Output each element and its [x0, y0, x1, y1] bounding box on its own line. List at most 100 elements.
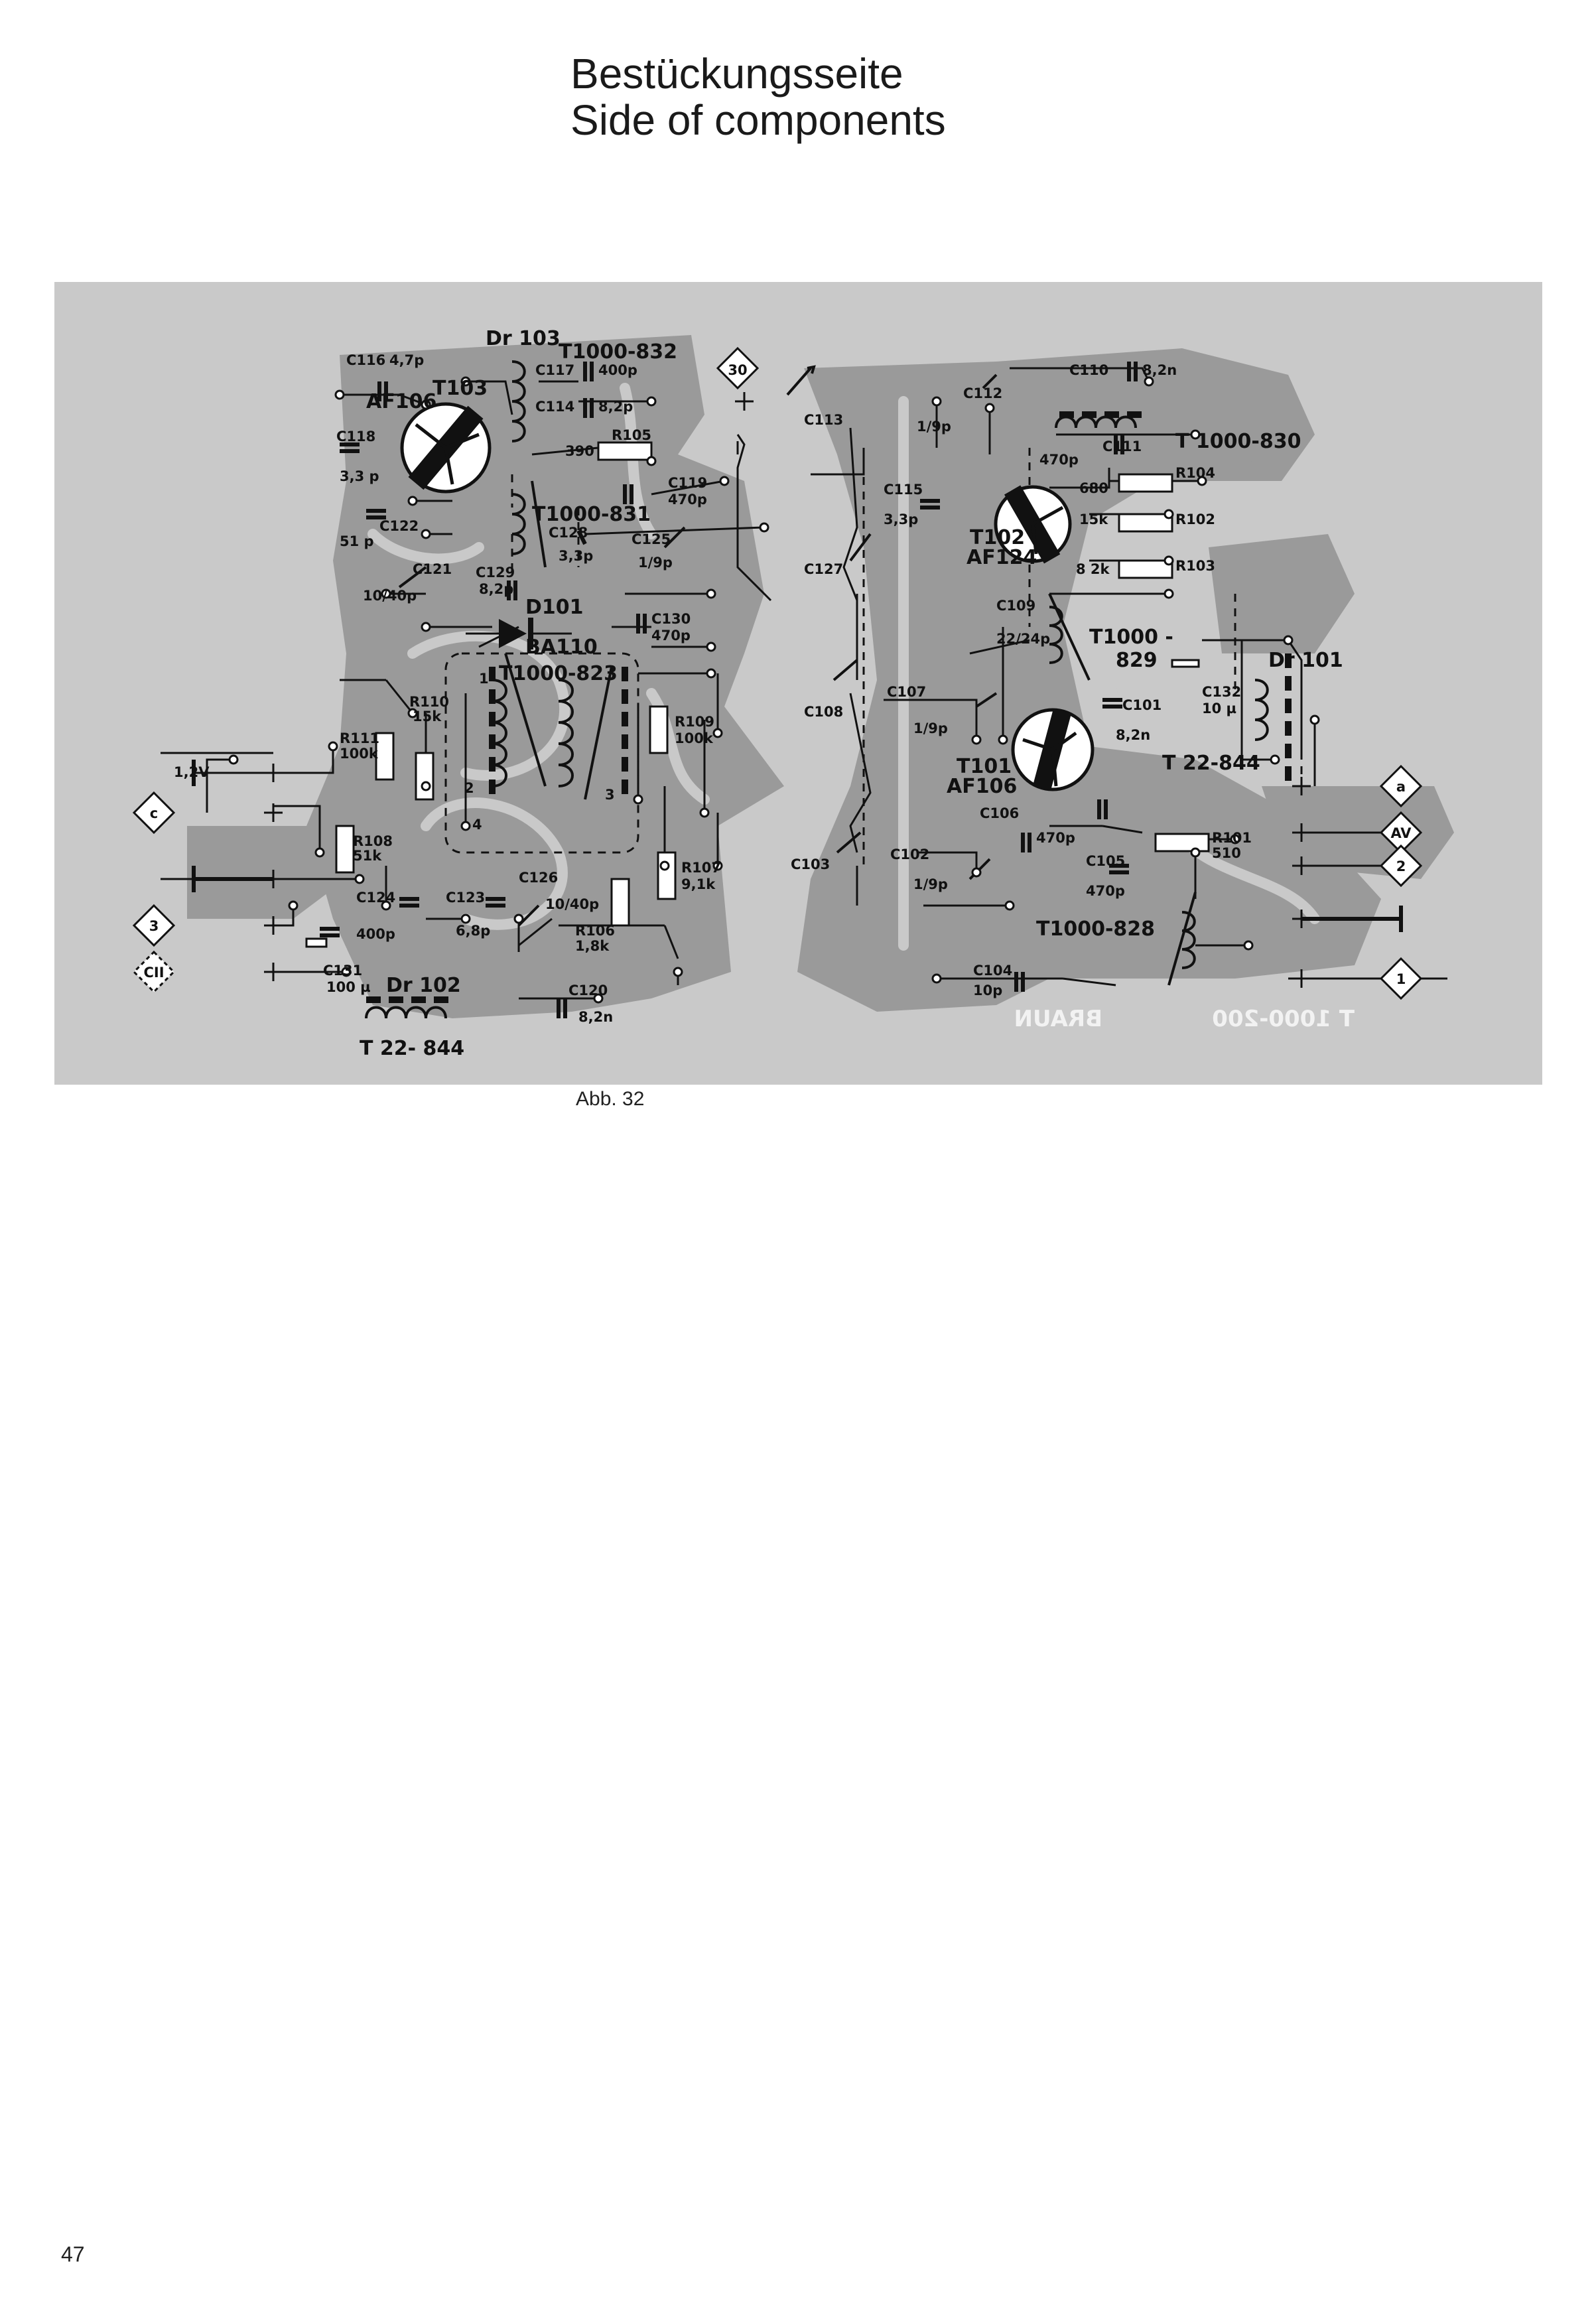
transistor-t103 [400, 402, 492, 494]
figure-caption: Abb. 32 [576, 1088, 645, 1110]
c128-value: 3,3p [559, 548, 593, 564]
t1000-829-label-b: 829 [1116, 649, 1158, 672]
c130-ref: C130 [651, 611, 691, 627]
capacitor-c131 [305, 937, 328, 948]
coil-pin-1: 1 [479, 671, 489, 687]
coil-t1000-830 [1055, 415, 1137, 429]
c118-value: 3,3 p [340, 468, 379, 484]
c108-ref: C108 [804, 704, 843, 720]
t1000-832-label: T1000-832 [559, 340, 677, 364]
coil-windings [365, 360, 1269, 1019]
coil-can-t1000-823-outline [444, 652, 639, 854]
dr102-label: Dr 102 [386, 974, 461, 997]
c114-ref: C114 [535, 399, 574, 415]
r105-ref: R105 [612, 427, 651, 443]
r103-ref: R103 [1175, 558, 1215, 574]
connector-c: c [132, 791, 176, 835]
heading-german: Bestückungsseite [570, 50, 903, 98]
t101-ref: T101 [957, 755, 1012, 778]
c112-value: 1/9p [917, 419, 951, 435]
solder-pads [228, 376, 1320, 1004]
d101-type: BA110 [525, 636, 598, 659]
r111-ref: R111 [340, 730, 379, 746]
t102-ref: T102 [970, 526, 1025, 549]
c130-value: 470p [651, 628, 691, 644]
resistor-r105 [597, 441, 653, 461]
resistor-r107 [657, 851, 677, 900]
t103-type: AF106 [366, 390, 436, 413]
c118-ref: C118 [336, 429, 375, 444]
connector-a-label: a [1396, 779, 1406, 795]
connector-av-label: AV [1390, 825, 1412, 841]
connector-3-shape [132, 904, 176, 947]
r103-value: 8 2k [1076, 561, 1110, 577]
c107-ref: C107 [887, 684, 926, 700]
c116-ref: C116 [346, 352, 385, 368]
resistor-r108 [335, 825, 355, 874]
connector-3: 3 [132, 904, 176, 947]
c107-value: 1/9p [913, 720, 948, 736]
supply-voltage-label: 1,2V [174, 764, 210, 780]
c106-value: 470p [1036, 830, 1075, 846]
coil-dr101 [1254, 679, 1269, 741]
r109-ref: R109 [675, 714, 714, 730]
c132-ref: C132 [1202, 684, 1241, 700]
coil-pin-2: 2 [464, 780, 474, 796]
resistor-bodies [335, 441, 1210, 927]
coil-t1000-823-a [492, 679, 507, 787]
c129-ref: C129 [476, 565, 515, 580]
c123-ref: C123 [446, 890, 485, 906]
c111-ref: C111 [1102, 439, 1142, 454]
connector-cii-shape [132, 950, 176, 994]
circuit-board-diagram: 30 a AV 2 1 c 3 CII 1,2V T103 AF106 T102… [54, 282, 1542, 1085]
c121-value: 10/40p [363, 588, 417, 604]
c102-ref: C102 [890, 847, 929, 862]
transistor-t102 [994, 485, 1072, 564]
t22-844-left-label: T 22- 844 [360, 1037, 464, 1060]
c106-ref: C106 [980, 805, 1019, 821]
diode-d101-cathode [528, 618, 533, 649]
c117-value: 400p [598, 362, 637, 378]
connector-30-shape [716, 346, 760, 390]
dr101-label: Dr 101 [1268, 649, 1343, 672]
connector-c-label: c [150, 805, 158, 821]
board-mirror-brand: BRAUN [1014, 1006, 1102, 1032]
connector-a-shape [1379, 764, 1423, 808]
c112-ref: C112 [963, 385, 1002, 401]
coil-pin-3: 3 [605, 787, 615, 803]
c127-ref: C127 [804, 561, 843, 577]
t1000-831-label: T1000-831 [532, 503, 651, 526]
r102-ref: R102 [1175, 511, 1215, 527]
resistor-r110 [415, 752, 434, 801]
resistor-r103 [1118, 559, 1173, 579]
coil-t1000-829 [1049, 606, 1063, 664]
connector-1-label: 1 [1396, 971, 1406, 987]
coil-t1000-831 [511, 493, 526, 555]
capacitor-c132 [1171, 659, 1200, 668]
resistor-r106 [610, 878, 630, 927]
edge-terminals [264, 392, 1311, 988]
transistor-t101 [1011, 708, 1095, 791]
c111-value: 470p [1039, 452, 1079, 468]
c120-value: 8,2n [578, 1009, 613, 1025]
heading-english: Side of components [570, 96, 946, 144]
c131-value: 100 µ [326, 979, 371, 995]
d101-ref: D101 [525, 596, 584, 619]
c104-value: 10p [973, 983, 1002, 998]
c128-ref: C128 [549, 525, 588, 541]
c122-value: 51 p [340, 533, 374, 549]
connector-cii: CII [132, 950, 176, 994]
coil-pin-4: 4 [472, 817, 482, 833]
connector-2: 2 [1379, 844, 1423, 888]
capacitor-plates [320, 362, 1138, 1018]
dr103-label: Dr 103 [486, 327, 561, 350]
c105-ref: C105 [1086, 853, 1125, 869]
coil-t1000-832 [511, 360, 526, 442]
r105-value: 390 [565, 443, 594, 459]
t102-type: AF124 [966, 546, 1037, 569]
c131-ref: C131 [323, 963, 362, 979]
c124-ref: C124 [356, 890, 395, 906]
r111-value: 100k [340, 746, 379, 762]
r109-value: 100k [675, 730, 714, 746]
resistor-r111 [375, 732, 395, 781]
